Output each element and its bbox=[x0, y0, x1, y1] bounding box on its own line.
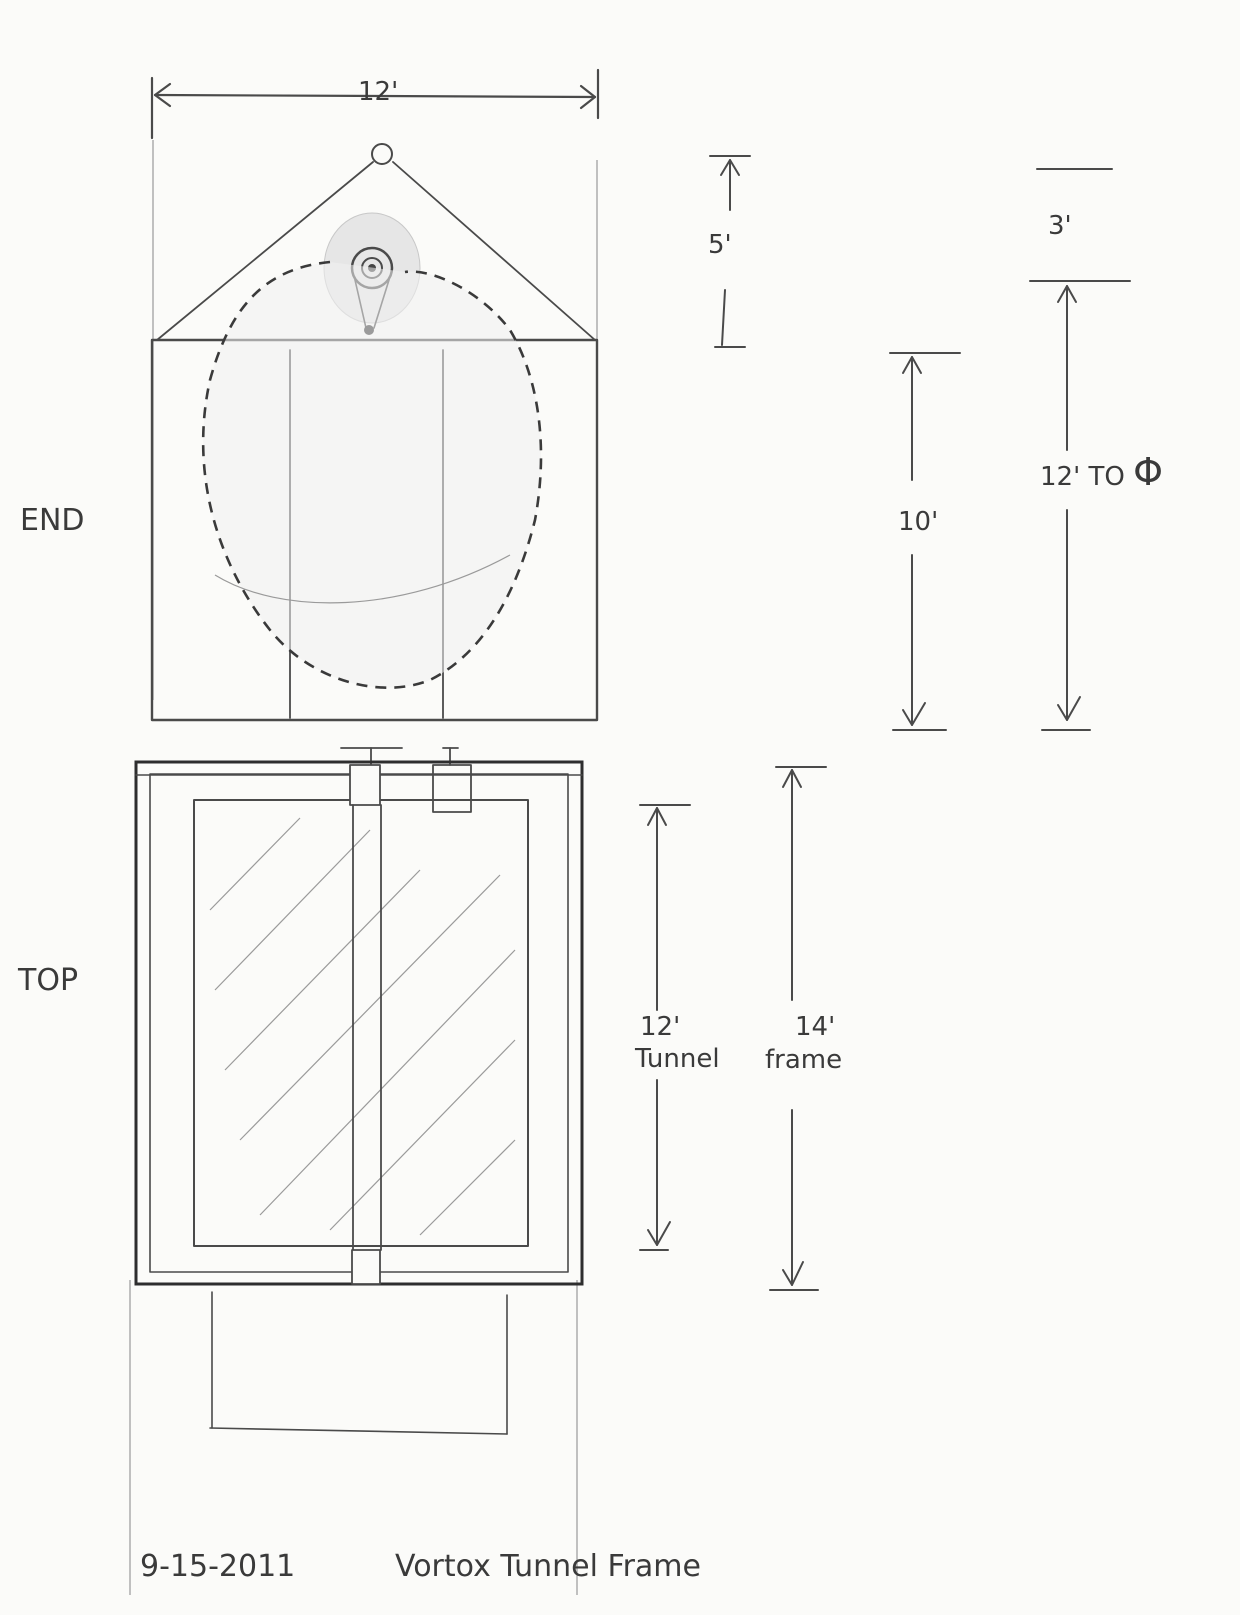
tunnel-rectangle bbox=[193, 799, 529, 1247]
center-shaft bbox=[349, 764, 382, 1285]
view-label-top: TOP bbox=[17, 963, 78, 998]
footer-date: 9-15-2011 bbox=[140, 1549, 295, 1584]
dimension-12-to-centerline-label: 12' TO Φ bbox=[1040, 450, 1163, 494]
dimension-14-frame bbox=[769, 766, 827, 1291]
roof-triangle bbox=[156, 161, 596, 341]
top-frame-inner-rail bbox=[149, 773, 569, 1273]
footer-title: Vortox Tunnel Frame bbox=[395, 1549, 701, 1584]
vortex-outline bbox=[201, 260, 543, 689]
dimension-5-label: 5' bbox=[708, 230, 732, 260]
dimension-12-to-centerline bbox=[1041, 285, 1091, 731]
apex-pulley-icon bbox=[371, 143, 393, 165]
tunnel-hatching bbox=[209, 817, 516, 1236]
dimension-12-tunnel-word: Tunnel bbox=[634, 1044, 720, 1074]
dimension-3-label: 3' bbox=[1048, 211, 1072, 241]
dimension-12-width bbox=[150, 68, 600, 140]
dimension-12-tunnel bbox=[639, 804, 691, 1251]
dimension-14-frame-value: 14' bbox=[795, 1012, 835, 1042]
dimension-5 bbox=[709, 155, 751, 348]
view-label-end: END bbox=[20, 503, 85, 538]
top-view bbox=[134, 747, 584, 1435]
end-view: 12' bbox=[150, 68, 600, 722]
dimension-10 bbox=[889, 352, 961, 731]
vortex-shading-line bbox=[214, 554, 511, 604]
dimension-3 bbox=[1029, 168, 1131, 282]
dimension-12-width-label: 12' bbox=[358, 77, 398, 107]
lower-extension bbox=[209, 1291, 508, 1435]
dimension-12-tunnel-value: 12' bbox=[640, 1012, 680, 1042]
dimension-10-label: 10' bbox=[898, 507, 938, 537]
dimension-14-frame-word: frame bbox=[765, 1045, 842, 1075]
top-frame-outer bbox=[134, 760, 584, 1286]
